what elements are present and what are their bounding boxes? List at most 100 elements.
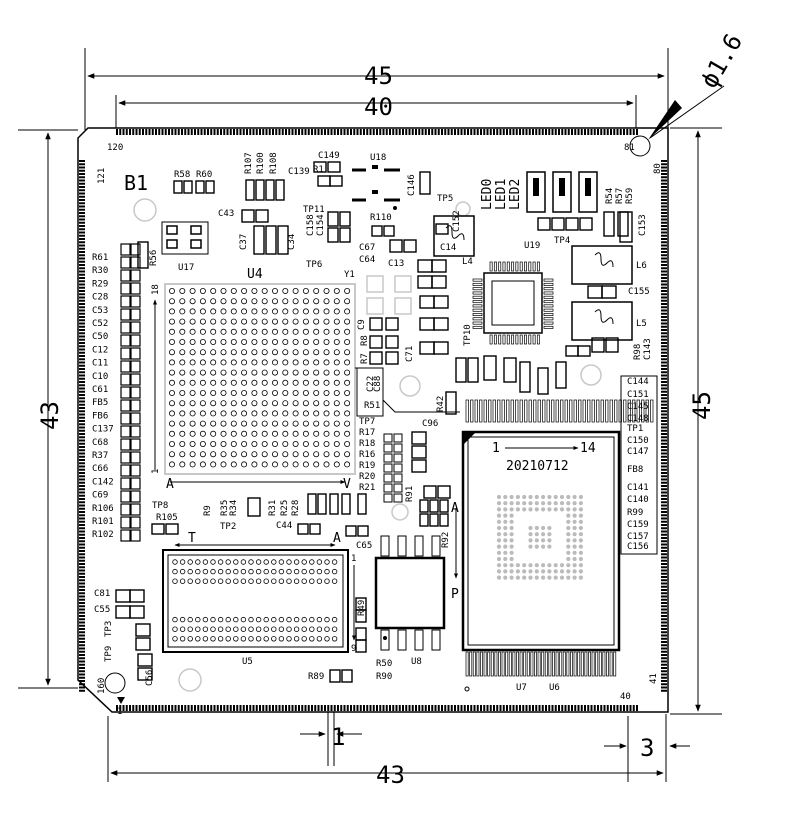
label-c152: C152 bbox=[452, 210, 462, 232]
pin-label-40: 40 bbox=[620, 692, 631, 702]
chip-u19: U19 bbox=[472, 241, 554, 345]
label-r57: R57 bbox=[615, 188, 625, 204]
component-pad-tp10 bbox=[467, 357, 479, 383]
right-panel-box bbox=[620, 375, 658, 555]
label-r92: R92 bbox=[441, 532, 451, 548]
l6-label: L6 bbox=[636, 261, 647, 271]
component-pad-tp3 bbox=[135, 623, 151, 637]
component-pad-c149 bbox=[327, 161, 341, 173]
component-pad-c55 bbox=[129, 605, 145, 619]
component-pad-r56 bbox=[137, 241, 149, 269]
u4-col-a: A bbox=[166, 477, 174, 492]
component-pad-r91 bbox=[423, 485, 437, 499]
left-column-components bbox=[120, 243, 141, 542]
left-label-c137: C137 bbox=[92, 425, 114, 435]
label-r90: R90 bbox=[376, 672, 392, 682]
label-r1: R1 bbox=[313, 165, 324, 175]
fiducial-mid bbox=[391, 503, 409, 521]
pin-label-1: 1 bbox=[117, 707, 122, 717]
left-label-r61: R61 bbox=[92, 253, 108, 263]
component-pad-c34 bbox=[265, 225, 277, 255]
component-pad-c71 bbox=[433, 341, 449, 355]
label-r35: R35 bbox=[220, 500, 230, 516]
right-label-c148: C148 bbox=[627, 414, 649, 424]
fiducial-bottom-left bbox=[178, 668, 202, 692]
mid-label-r20: R20 bbox=[359, 472, 375, 482]
dim-top-inner-label: 40 bbox=[364, 93, 393, 121]
label-c155: C155 bbox=[628, 287, 650, 297]
component-pad-r31 bbox=[317, 493, 327, 515]
component-pad-c13 bbox=[417, 259, 433, 273]
u7-date-code: 20210712 bbox=[506, 459, 569, 474]
label-c143: C143 bbox=[643, 338, 653, 360]
label-r54: R54 bbox=[605, 188, 615, 204]
component-pad-r7 bbox=[385, 351, 399, 365]
u4-row-top: 18 bbox=[151, 284, 161, 295]
label-r51: R51 bbox=[364, 401, 380, 411]
left-label-c66: C66 bbox=[92, 464, 108, 474]
component-pad-c13 bbox=[431, 259, 447, 273]
label-tp6: TP6 bbox=[306, 260, 322, 270]
component-pad-r91 bbox=[429, 499, 439, 513]
left-label-r106: R106 bbox=[92, 504, 114, 514]
chip-u17: U17 bbox=[161, 221, 209, 273]
inductor-l6: L6 bbox=[571, 245, 647, 285]
component-pad-tp10 bbox=[537, 367, 549, 395]
u4-row-bottom: 1 bbox=[151, 469, 161, 474]
component-pad-r110 bbox=[371, 225, 383, 237]
left-label-fb6: FB6 bbox=[92, 411, 108, 421]
label-tp8: TP8 bbox=[152, 501, 168, 511]
component-pad-c56 bbox=[137, 667, 153, 681]
component-pad-r107 bbox=[245, 179, 255, 201]
left-label-c11: C11 bbox=[92, 359, 108, 369]
right-label-c151: C151 bbox=[627, 390, 649, 400]
pin-label-121: 121 bbox=[97, 168, 107, 184]
u5-row-9: 9 bbox=[351, 644, 356, 654]
label-c64: C64 bbox=[359, 255, 375, 265]
mounting-hole-top-right bbox=[629, 135, 651, 157]
label-r28: R28 bbox=[291, 500, 301, 516]
component-pad-r58 bbox=[183, 180, 193, 194]
dimension-right: 45 bbox=[670, 127, 722, 715]
led1-label: LED1 bbox=[494, 179, 509, 210]
left-label-r37: R37 bbox=[92, 451, 108, 461]
component-pad-r31 bbox=[357, 493, 367, 515]
label-r105: R105 bbox=[156, 513, 178, 523]
label-r91: R91 bbox=[405, 486, 415, 502]
component-pad-c139 bbox=[329, 175, 343, 187]
component-pad-r100 bbox=[265, 179, 275, 201]
component-pad-r91 bbox=[439, 499, 449, 513]
label-c65: C65 bbox=[356, 541, 372, 551]
label-r7: R7 bbox=[360, 353, 370, 364]
dimension-hole: ϕ1.6 bbox=[648, 29, 748, 140]
y1-label: Y1 bbox=[344, 270, 355, 280]
fiducial-right bbox=[580, 364, 602, 386]
dimension-top-inner: 40 bbox=[115, 93, 637, 128]
component-pad-c14 bbox=[417, 275, 433, 289]
mid-label-r19: R19 bbox=[359, 461, 375, 471]
u6-label: U6 bbox=[549, 683, 560, 693]
component-pad-r54 bbox=[603, 211, 615, 237]
component-pad-r107 bbox=[255, 179, 265, 201]
label-c44: C44 bbox=[276, 521, 292, 531]
mid-label-tp7: TP7 bbox=[359, 417, 375, 427]
label-c22: C22 bbox=[366, 376, 376, 392]
component-pad-c43 bbox=[241, 209, 255, 223]
label-r58: R58 bbox=[174, 170, 190, 180]
component-pad-c65 bbox=[357, 525, 369, 537]
label-tp10: TP10 bbox=[463, 324, 473, 346]
left-column-labels: R61R30R29C28C53C52C50C12C11C10C61FB5FB6C… bbox=[92, 253, 114, 540]
l5-label: L5 bbox=[636, 319, 647, 329]
right-column-labels: C144C151C145C148TP1C150C147FB8C141C140R9… bbox=[627, 377, 649, 552]
right-label-c150: C150 bbox=[627, 436, 649, 446]
component-pad-c96 bbox=[411, 445, 427, 459]
u7-row-a: A bbox=[451, 501, 459, 516]
label-r31: R31 bbox=[268, 500, 278, 516]
component-pad-c55 bbox=[115, 605, 131, 619]
component-pad-r105 bbox=[165, 523, 179, 535]
pin1-marker-icon bbox=[117, 697, 125, 704]
component-pad-c152 bbox=[435, 223, 449, 235]
